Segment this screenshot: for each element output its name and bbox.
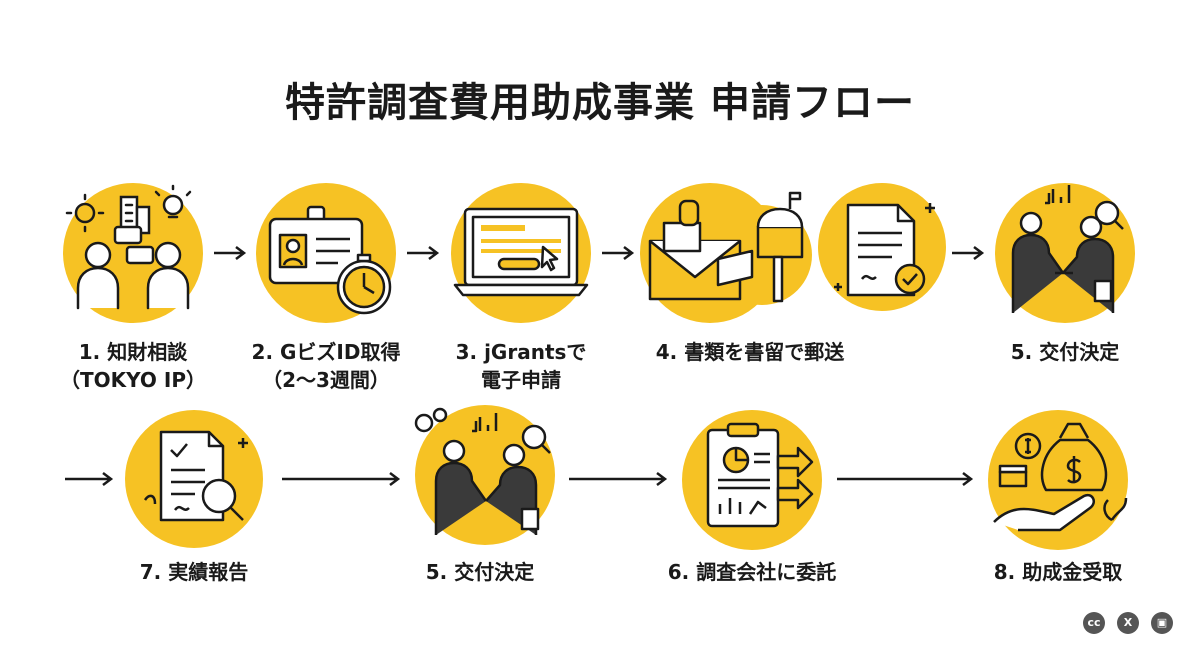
step-5b-label: 5. 交付決定 [425,560,535,584]
arrow-1-2 [214,246,247,260]
step-6-label: 6. 調査会社に委託 [667,560,837,584]
page-title: 特許調査費用助成事業 申請フロー [285,80,915,126]
handshake-icon [414,407,551,535]
arrow-6-8 [837,472,974,486]
step-7-label: 7. 実績報告 [139,560,249,584]
x-icon[interactable]: X [1117,612,1139,634]
clipboard-icon [706,422,814,528]
id-card-timer-icon [268,205,392,315]
step-8-label: 8. 助成金受取 [993,560,1123,584]
cc-icon[interactable]: cc [1083,612,1105,634]
step-5-label: 5. 交付決定 [1010,340,1120,364]
step-3-label: 3. jGrantsで電子申請 [455,340,587,392]
money-bag-icon [993,422,1128,532]
laptop-icon [453,207,589,297]
arrow-5-6 [569,472,668,486]
arrow-4-5b [952,246,985,260]
arrow-2-3 [407,246,440,260]
step-2-label: 2. GビズID取得（2〜3週間） [251,340,401,392]
mail-icon [648,191,804,303]
step-1-label: 1. 知財相談（TOKYO IP） [60,340,206,392]
share-icon[interactable]: ▣ [1151,612,1173,634]
arrow-7-5 [282,472,401,486]
handshake-icon [1011,185,1124,313]
consultation-icon [65,184,192,310]
arrow-row2-start [65,472,114,486]
report-icon [143,430,248,522]
step-4-label: 4. 書類を書留で郵送 [655,340,845,364]
arrow-3-4 [602,246,635,260]
document-check-icon [834,203,935,297]
